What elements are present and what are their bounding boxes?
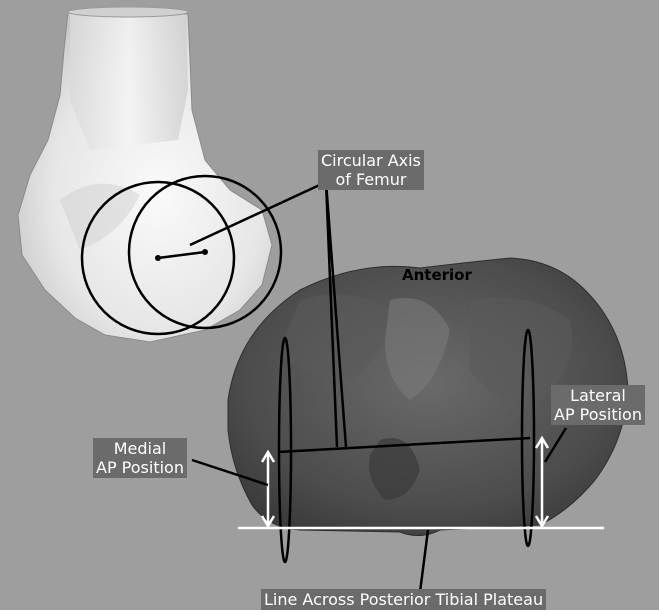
- posterior-line-label: Line Across Posterior Tibial Plateau: [261, 589, 546, 610]
- lateral-label-line2: AP Position: [554, 405, 642, 424]
- axis-point-lateral: [202, 249, 208, 255]
- axis-point-medial: [155, 255, 161, 261]
- medial-label-line1: Medial: [96, 439, 184, 458]
- lateral-label-line1: Lateral: [554, 386, 642, 405]
- circular-axis-label: Circular Axis of Femur: [318, 150, 424, 190]
- anterior-label: Anterior: [402, 266, 472, 284]
- femur-shaft-highlight: [70, 14, 188, 150]
- circular-axis-label-line2: of Femur: [321, 170, 421, 189]
- medial-label-line2: AP Position: [96, 458, 184, 477]
- circular-axis-label-line1: Circular Axis: [321, 151, 421, 170]
- femur-cut-surface: [68, 7, 188, 17]
- medial-ap-label: Medial AP Position: [93, 438, 187, 478]
- lateral-ap-label: Lateral AP Position: [551, 385, 645, 425]
